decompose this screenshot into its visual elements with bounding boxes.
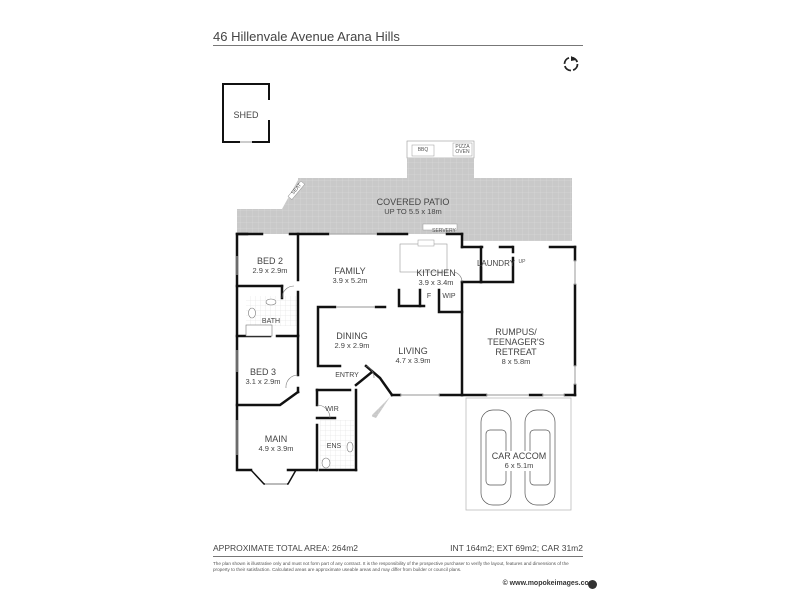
servery-label: SERVERY — [432, 228, 456, 234]
room-ens: ENS — [326, 443, 342, 450]
total-area: APPROXIMATE TOTAL AREA: 264m2 — [213, 543, 359, 553]
floor-plan — [222, 83, 577, 511]
brand-logo-icon — [588, 580, 597, 589]
room-name: CAR ACCOM — [491, 451, 547, 461]
room-wip: WIP — [442, 293, 456, 300]
room-name: BED 3 — [249, 367, 276, 377]
room-bath: BATH — [261, 318, 281, 325]
room-dims: 4.9 x 3.9m — [258, 444, 294, 453]
address-title: 46 Hillenvale Avenue Arana Hills — [213, 29, 400, 44]
footer-divider — [213, 556, 583, 557]
room-name: FAMILY — [334, 266, 366, 276]
bbq-label: BBQ — [417, 147, 429, 153]
room-dims: 6 x 5.1m — [504, 461, 534, 470]
title-divider — [213, 45, 583, 46]
step-up-label: UP — [518, 259, 526, 265]
room-name: DINING — [336, 331, 368, 341]
room-dims: 3.9 x 3.4m — [418, 278, 454, 287]
fridge-label: F — [426, 293, 432, 300]
room-dims: 8 x 5.8m — [501, 357, 531, 366]
room-name-line2: TEENAGER'S — [487, 337, 545, 347]
north-arrow-icon — [563, 56, 579, 72]
room-name: KITCHEN — [416, 268, 456, 278]
copyright-link[interactable]: © www.mopokeimages.com — [502, 580, 595, 587]
room-dims: UP TO 5.5 x 18m — [384, 207, 442, 216]
shed — [222, 83, 271, 143]
room-name: SHED — [233, 110, 259, 120]
room-dims: 4.7 x 3.9m — [395, 356, 431, 365]
room-shed: SHED — [233, 110, 258, 120]
room-name: MAIN — [264, 434, 288, 444]
room-name-line1: RUMPUS/ — [495, 327, 537, 337]
pizza-line2: OVEN — [455, 149, 470, 155]
room-dims: 2.9 x 2.9m — [252, 266, 288, 275]
pizza-line1: PIZZA — [455, 144, 470, 150]
room-dims: 2.9 x 2.9m — [334, 341, 370, 350]
room-wir: WIR — [325, 406, 339, 413]
room-name: COVERED PATIO — [376, 197, 450, 207]
room-entry: ENTRY — [335, 372, 359, 379]
room-name: BED 2 — [256, 256, 283, 266]
room-laundry: LAUNDRY — [476, 259, 516, 268]
room-dims: 3.1 x 2.9m — [245, 377, 281, 386]
room-dims: 3.9 x 5.2m — [332, 276, 368, 285]
room-name-line3: RETREAT — [495, 347, 537, 357]
area-breakdown: INT 164m2; EXT 69m2; CAR 31m2 — [450, 543, 583, 553]
disclaimer: The plan shown is illustrative only and … — [213, 561, 569, 572]
room-name: LIVING — [398, 346, 428, 356]
